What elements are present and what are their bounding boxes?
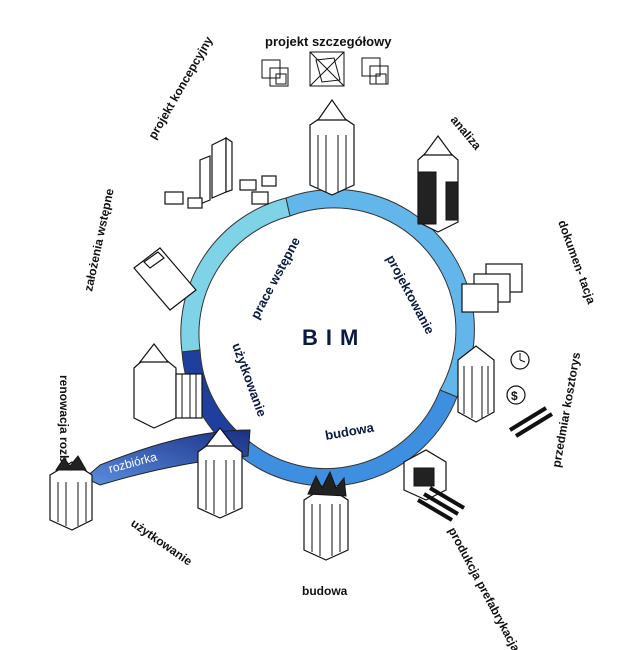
concept-model-icon xyxy=(164,136,277,209)
label-concept-design: projekt koncepcyjny xyxy=(145,34,215,142)
label-construction: budowa xyxy=(302,584,348,598)
clipboard-icon xyxy=(133,247,197,311)
label-use: użytkowanie xyxy=(128,516,195,569)
building-analysis-icon xyxy=(417,134,459,233)
building-detail-icon xyxy=(309,98,355,196)
building-renovation-icon xyxy=(133,343,203,429)
label-prefab: produkcja prefabrykacja xyxy=(445,525,523,650)
documentation-icon xyxy=(461,263,523,313)
dollar-icon xyxy=(506,385,526,405)
building-use-icon xyxy=(197,427,243,519)
label-assumptions: założenia wstępne xyxy=(81,187,117,293)
ring-label-construction: budowa xyxy=(324,420,376,443)
label-detail-design: projekt szczegółowy xyxy=(265,34,392,49)
building-demolition-icon xyxy=(49,455,93,531)
prefab-icon xyxy=(403,449,466,522)
center-label: BIM xyxy=(302,325,366,350)
ring-label-use: użytkowanie xyxy=(229,341,270,419)
ring-label-pre-design: prace wstępne xyxy=(247,235,303,322)
cost-estimate-icon: $ xyxy=(457,345,554,438)
label-analysis: analiza xyxy=(448,113,485,153)
label-documentation: dokumen- tacja xyxy=(555,218,598,306)
label-quantity: przedmiar kosztorys xyxy=(549,351,583,469)
building-construction-icon xyxy=(303,470,349,561)
ring-label-design: projektowanie xyxy=(383,252,437,336)
svg-text:$: $ xyxy=(511,389,518,403)
detail-plans-icon xyxy=(261,51,389,87)
